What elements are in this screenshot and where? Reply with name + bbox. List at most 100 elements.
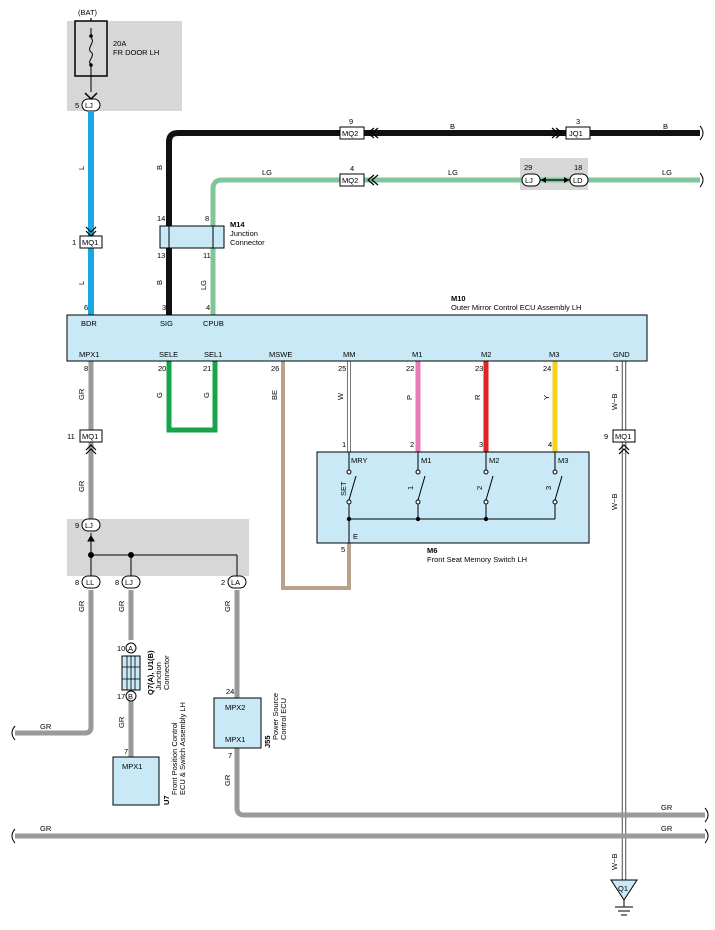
wire-label-gr4: GR [117, 600, 126, 612]
connector-lj9 [81, 518, 101, 532]
j55-id: J55 [263, 735, 272, 748]
m10-top-pin-6: 6 [84, 303, 88, 312]
m10-top-pin-4: 4 [206, 303, 210, 312]
svg-text:LJ: LJ [525, 176, 533, 185]
wire-label-b-v2: B [155, 280, 164, 285]
m10-label-mswe: MSWE [269, 350, 292, 359]
j55-ecu-box [213, 697, 262, 749]
pin-la2: 2 [221, 578, 225, 587]
wire-b [166, 130, 700, 315]
wire-label-gr5: GR [117, 716, 126, 728]
connector-mq2-b [339, 126, 365, 140]
connector-mq1-9 [612, 429, 636, 443]
wire-label-b-v1: B [155, 165, 164, 170]
wire-label-lg-v: LG [199, 280, 208, 290]
m10-label-sele: SELE [159, 350, 178, 359]
m6-sw-set: SET [339, 481, 348, 496]
m10-top-pin-3: 3 [162, 303, 166, 312]
wire-label-be: BE [270, 390, 279, 400]
connector-mq1-11 [79, 429, 103, 443]
svg-text:LL: LL [86, 578, 94, 587]
svg-text:A: A [128, 644, 133, 653]
wire-label-gr1: GR [77, 388, 86, 400]
svg-text:MQ1: MQ1 [82, 238, 98, 247]
svg-text:LJ: LJ [85, 101, 93, 110]
wire-label-gr2: GR [77, 480, 86, 492]
m10-label-bdr: BDR [81, 319, 97, 328]
m14-name1: Junction [230, 229, 258, 238]
m6-pin-5: 5 [341, 545, 345, 554]
svg-text:LJ: LJ [125, 578, 133, 587]
wire-lg [210, 177, 700, 315]
wire-label-gr3: GR [77, 600, 86, 612]
fuse-amp: 20A [113, 39, 126, 48]
m6-sw-1: 1 [406, 486, 415, 490]
m10-label-sig: SIG [160, 319, 173, 328]
j55-label-mpx2: MPX2 [225, 703, 245, 712]
m10-label-m1: M1 [412, 350, 422, 359]
q7-id: Q7(A), U1(B) [146, 650, 155, 695]
m6-pin-3: 3 [479, 440, 483, 449]
m10-pin-25: 25 [338, 364, 346, 373]
j55-name1: Power Source [271, 693, 280, 740]
m10-pin-22: 22 [406, 364, 414, 373]
wire-label-gr6: GR [223, 600, 232, 612]
m10-pin-8: 8 [84, 364, 88, 373]
svg-text:MQ1: MQ1 [615, 432, 631, 441]
wire-label-wb2: W−B [610, 494, 619, 510]
ground-icon [615, 900, 633, 916]
pin-ll8: 8 [75, 578, 79, 587]
m6-label-m2: M2 [489, 456, 499, 465]
u7-label-mpx1: MPX1 [122, 762, 142, 771]
m10-pin-20: 20 [158, 364, 166, 373]
wire-label-g1: G [155, 392, 164, 398]
wire-label-lg3: LG [662, 168, 672, 177]
wire-label-b-top: B [450, 122, 455, 131]
ground-code: Q1 [618, 884, 628, 893]
pin-mq2-b: 9 [349, 117, 353, 126]
pin-jq1: 3 [576, 117, 580, 126]
m6-pin-2: 2 [410, 440, 414, 449]
m6-pin-4: 4 [548, 440, 552, 449]
connector-mq2-lg [339, 173, 365, 187]
m6-label-mry: MRY [351, 456, 368, 465]
svg-text:LJ: LJ [85, 521, 93, 530]
m10-label-m2: M2 [481, 350, 491, 359]
m10-label-mm: MM [343, 350, 356, 359]
m10-label-gnd: GND [613, 350, 630, 359]
wire-label-gr10: GR [40, 824, 52, 833]
m14-pin-8: 8 [205, 214, 209, 223]
wire-label-r: R [473, 394, 482, 400]
q7-name1: Junction [154, 662, 163, 690]
pin-mq2-lg: 4 [350, 164, 354, 173]
m10-name: Outer Mirror Control ECU Assembly LH [451, 303, 581, 312]
u7-ecu-box [112, 756, 160, 806]
q7-pin-17: 17 [117, 692, 125, 701]
connector-ll8 [81, 575, 101, 589]
m10-pin-21: 21 [203, 364, 211, 373]
q7-b-terminal [125, 690, 137, 702]
m10-pin-23: 23 [475, 364, 483, 373]
wire-label-g2: G [202, 392, 211, 398]
j55-pin-7: 7 [228, 751, 232, 760]
wire-label-w: W [336, 392, 345, 400]
wire-be [281, 361, 351, 590]
m10-pin-24: 24 [543, 364, 551, 373]
m6-label-m3: M3 [558, 456, 568, 465]
m6-pin-1: 1 [342, 440, 346, 449]
m14-pin-11: 11 [203, 251, 211, 260]
m10-label-sel1: SEL1 [204, 350, 222, 359]
m10-label-m3: M3 [549, 350, 559, 359]
svg-text:LA: LA [231, 578, 240, 587]
pin-mq1-9: 9 [604, 432, 608, 441]
wire-label-wb3: W−B [610, 854, 619, 870]
svg-text:MQ2: MQ2 [342, 176, 358, 185]
svg-text:MQ1: MQ1 [82, 432, 98, 441]
connector-la2 [227, 575, 247, 589]
m10-ecu-box [66, 314, 648, 362]
q7-name2: Connector [162, 655, 171, 690]
wire-label-y: Y [542, 395, 551, 400]
fuse-icon [89, 37, 93, 65]
m6-sw-2: 2 [475, 486, 484, 490]
